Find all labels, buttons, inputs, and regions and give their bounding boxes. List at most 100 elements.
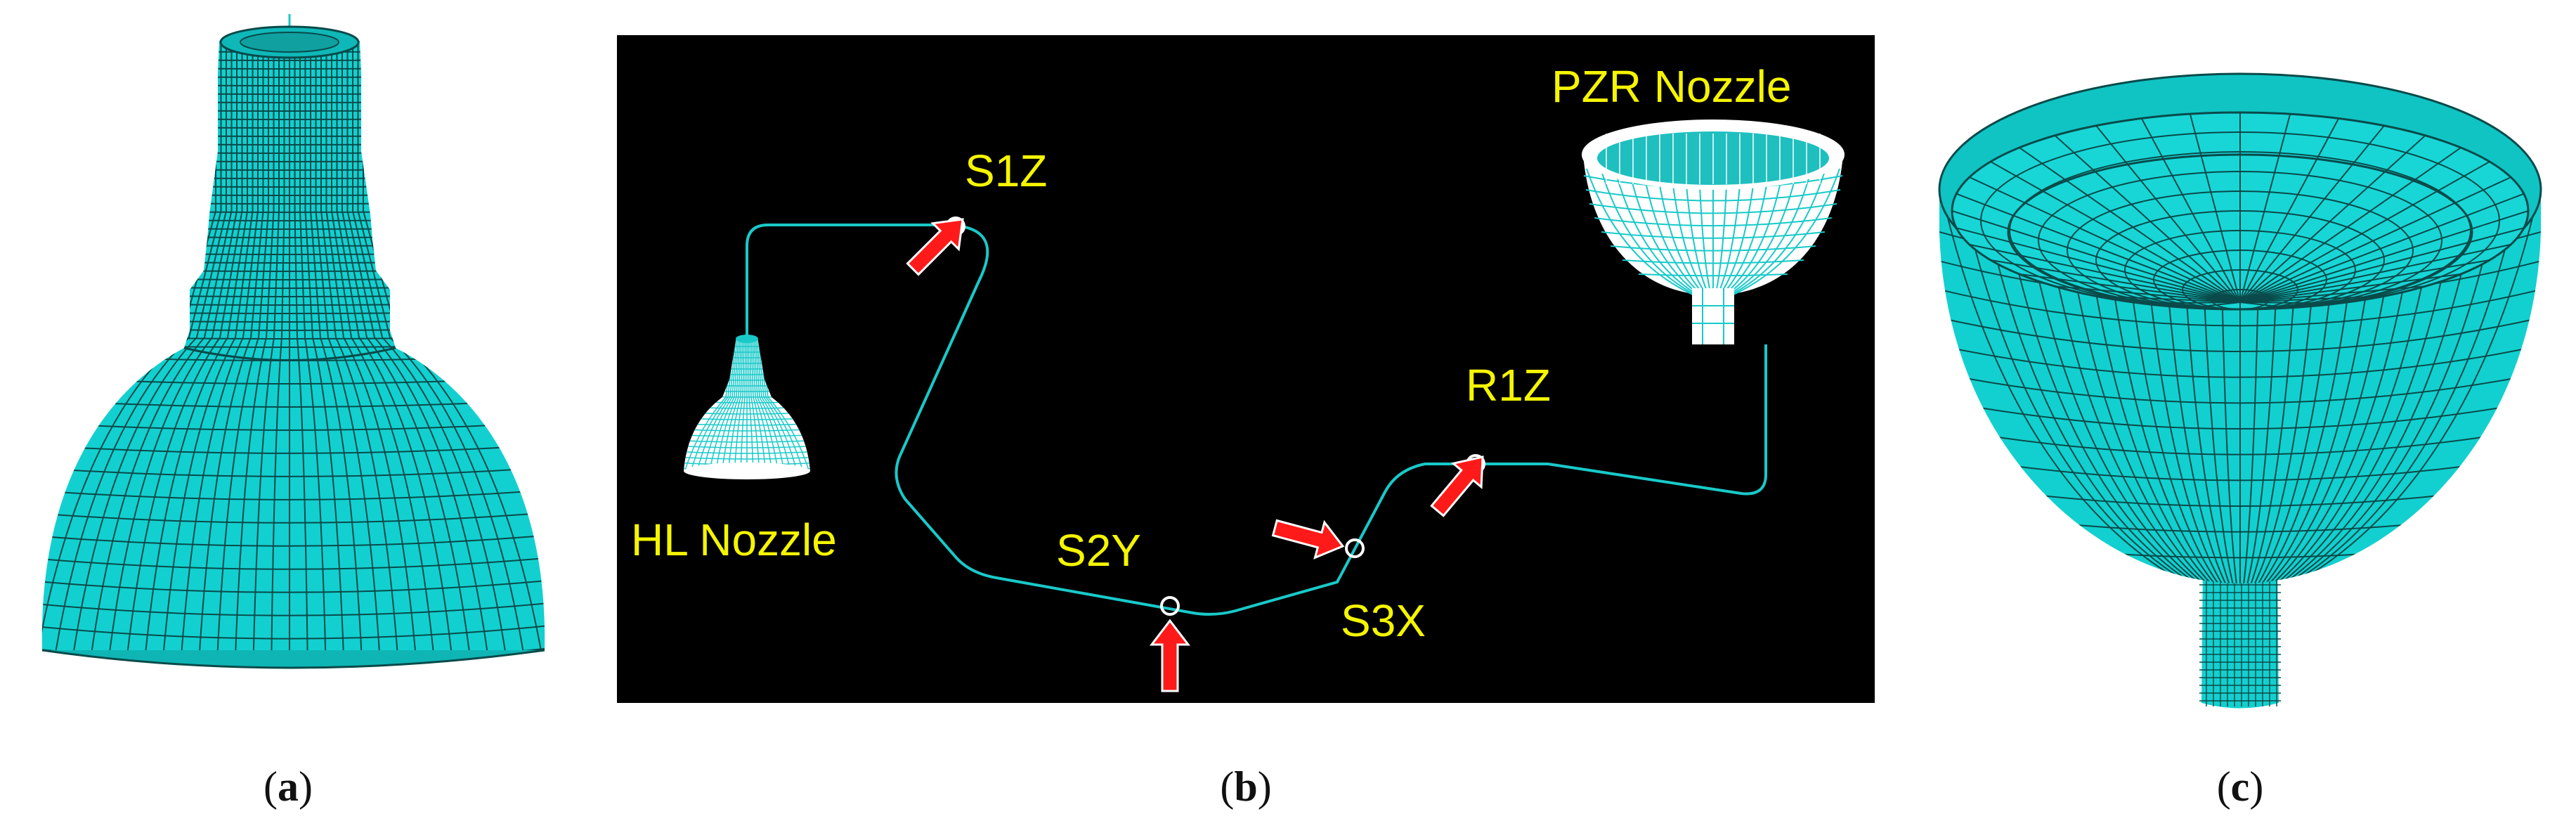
mesh-line xyxy=(2239,176,2511,303)
panel-b-piping-layout: PZR Nozzle HL Nozzle S1Z S2Y S3X R1Z xyxy=(617,35,1875,703)
pipe-route-line xyxy=(746,224,1767,616)
mesh-curve xyxy=(2276,186,2502,583)
mesh-line xyxy=(1952,210,2241,303)
label-s1z: S1Z xyxy=(965,146,1047,196)
mesh-curve xyxy=(143,41,248,650)
mesh-curve xyxy=(1717,168,1742,296)
mesh-line xyxy=(2054,135,2241,303)
mesh-curve xyxy=(252,41,280,650)
mesh-curve xyxy=(1727,168,1812,296)
hl-nozzle-base-edge xyxy=(41,649,545,669)
label-s2y: S2Y xyxy=(1056,525,1141,576)
mesh-curve xyxy=(1958,186,2201,583)
mesh-line xyxy=(1969,243,2241,303)
caption-b: (b) xyxy=(1220,763,1272,810)
mesh-curve xyxy=(41,577,545,593)
mesh-line xyxy=(1990,161,2241,303)
mesh-line xyxy=(2239,125,2385,303)
mesh-curve xyxy=(1729,168,1826,296)
mesh-curve xyxy=(702,337,738,471)
arrow-s1z xyxy=(906,218,964,276)
mesh-curve xyxy=(124,41,243,650)
mesh-curve xyxy=(1586,168,1695,296)
mesh-curve xyxy=(684,337,734,471)
mesh-line xyxy=(2239,161,2490,303)
mesh-curve xyxy=(2279,186,2522,583)
mesh-curve xyxy=(315,41,382,650)
piping-layout-figure: PZR Nozzle HL Nozzle S1Z S2Y S3X R1Z xyxy=(631,61,1845,692)
mesh-curve xyxy=(41,622,545,640)
mesh-line xyxy=(2190,302,2241,309)
mesh-line xyxy=(2239,117,2340,303)
arrow-r1z xyxy=(1430,455,1484,517)
mesh-curve xyxy=(41,465,545,477)
mesh-line xyxy=(2239,193,2525,303)
label-r1z: R1Z xyxy=(1466,360,1551,411)
mesh-line xyxy=(2239,135,2426,303)
mesh-line xyxy=(1969,176,2241,303)
mesh-curve xyxy=(1723,168,1784,296)
label-hl-nozzle: HL Nozzle xyxy=(631,515,837,565)
mesh-curve xyxy=(216,41,269,650)
caption-c: (c) xyxy=(2216,763,2264,810)
arrow-s2y xyxy=(1149,619,1191,692)
hl-nozzle-small-top xyxy=(736,335,758,343)
caption-b-letter: b xyxy=(1234,763,1258,810)
mesh-line xyxy=(2239,302,2291,309)
mesh-curve xyxy=(304,41,345,650)
mesh-curve xyxy=(1721,168,1770,296)
marker-s2y xyxy=(1160,596,1180,616)
hl-nozzle-body xyxy=(41,41,545,650)
mesh-line xyxy=(1956,227,2241,303)
panel-c-pzr-nozzle-mesh xyxy=(1904,0,2576,745)
mesh-curve xyxy=(1939,186,2199,583)
mesh-curve xyxy=(70,41,227,650)
mesh-curve xyxy=(756,337,792,471)
mesh-curve xyxy=(1656,168,1705,296)
mesh-curve xyxy=(759,337,805,471)
mesh-curve xyxy=(320,41,400,650)
caption-a: (a) xyxy=(264,763,313,810)
mesh-line xyxy=(2239,113,2291,303)
mesh-line xyxy=(2141,302,2241,304)
mesh-curve xyxy=(325,41,418,650)
hl-nozzle-mesh-figure xyxy=(41,14,545,669)
mesh-curve xyxy=(161,41,254,650)
mesh-curve xyxy=(760,337,810,471)
marker-s3x xyxy=(1345,538,1365,558)
hl-nozzle-bore xyxy=(240,32,339,53)
pzr-bowl-inner-step xyxy=(2007,153,2473,311)
arrow-s3x xyxy=(1271,519,1345,560)
mesh-curve xyxy=(41,555,545,570)
mesh-curve xyxy=(310,41,363,650)
mesh-line xyxy=(2239,243,2511,303)
caption-c-letter: c xyxy=(2230,763,2250,810)
mesh-line xyxy=(2239,210,2528,303)
panel-a-hl-nozzle-mesh xyxy=(0,0,576,745)
mesh-curve xyxy=(41,487,545,500)
mesh-curve xyxy=(1719,168,1756,296)
pzr-nozzle-mesh-figure xyxy=(1938,72,2542,709)
mesh-curve xyxy=(1628,168,1701,296)
mesh-line xyxy=(2239,147,2461,303)
hl-nozzle-shoulder-edge xyxy=(183,347,396,361)
mesh-curve xyxy=(179,41,259,650)
mesh-line xyxy=(2019,147,2241,303)
label-s3x: S3X xyxy=(1341,595,1426,646)
mesh-curve xyxy=(331,41,436,650)
mesh-curve xyxy=(708,337,739,471)
mesh-line xyxy=(2239,302,2339,304)
mesh-curve xyxy=(1642,168,1703,296)
pzr-nozzle-bowl xyxy=(1582,119,1845,344)
mesh-curve xyxy=(336,41,455,650)
mesh-curve xyxy=(1979,186,2204,583)
mesh-curve xyxy=(755,337,786,471)
mesh-curve xyxy=(1600,168,1697,296)
mesh-curve xyxy=(1731,168,1840,296)
mesh-curve xyxy=(294,41,308,650)
mesh-curve xyxy=(41,600,545,616)
pzr-nozzle-neck xyxy=(1692,288,1734,344)
mesh-curve xyxy=(1614,168,1699,296)
mesh-curve xyxy=(757,337,798,471)
hl-nozzle-small-base xyxy=(684,463,810,479)
